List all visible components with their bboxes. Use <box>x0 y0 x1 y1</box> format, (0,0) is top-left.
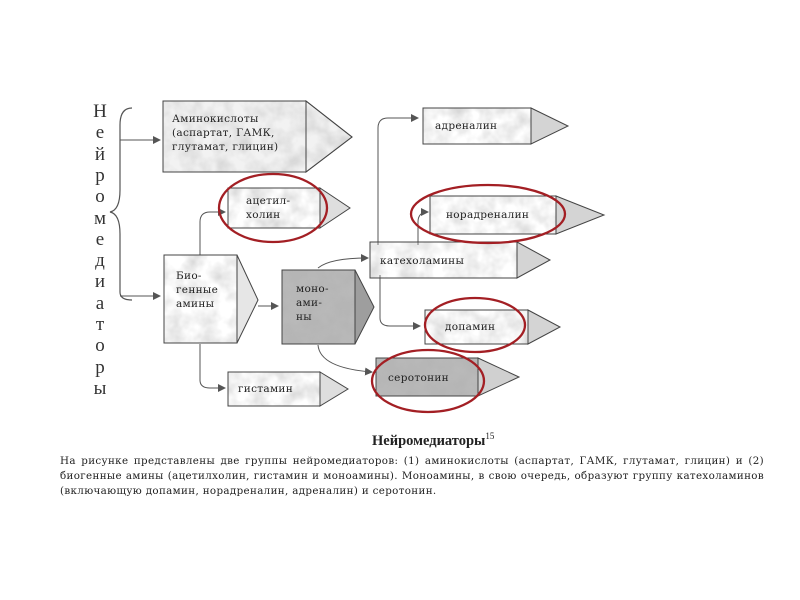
label-monoamines: моно- ами- ны <box>296 283 329 323</box>
vertical-title-letter: ы <box>93 377 107 399</box>
node-acetylcholine <box>227 187 351 229</box>
node-biogenic-amines <box>163 254 259 344</box>
connector-mono-catechol <box>317 254 369 269</box>
connector-biogenic-histamine <box>199 344 226 392</box>
label-catecholamines: катехоламины <box>380 255 465 267</box>
connector-catechol-adrenaline <box>377 114 419 245</box>
node-catecholamines <box>369 241 552 279</box>
connector-biogenic-acetyl <box>199 208 226 255</box>
label-biogenic-amines: Био- генные амины <box>176 270 219 310</box>
vertical-title-letter: е <box>95 122 105 144</box>
label-acetylcholine: ацетил- холин <box>246 195 291 221</box>
connector-mono-serotonin <box>317 344 373 376</box>
vertical-title-letter: е <box>95 228 105 250</box>
caption-text: На рисунке представлены две группы нейро… <box>60 455 764 497</box>
vertical-title-letter: й <box>94 143 106 165</box>
highlight-circle-noradrenaline <box>409 183 567 245</box>
caption-title: Нейромедиаторы15 <box>372 431 494 450</box>
vertical-title-letter: м <box>93 207 107 229</box>
node-dopamine <box>424 309 562 345</box>
highlight-circle-dopamine <box>423 296 527 354</box>
caption-title-text: Нейромедиаторы <box>372 432 486 449</box>
vertical-title-letter: т <box>95 314 105 335</box>
vertical-title-letter: Н <box>93 101 107 122</box>
node-amino-acids <box>162 99 353 174</box>
label-adrenaline: адреналин <box>435 120 498 132</box>
highlight-circle-acetylcholine <box>217 172 329 244</box>
vertical-title-letter: а <box>95 292 105 314</box>
label-histamine: гистамин <box>238 383 294 395</box>
caption-footnote: 15 <box>485 431 495 441</box>
label-serotonin: серотонин <box>388 372 449 384</box>
highlight-circle-serotonin <box>370 348 486 414</box>
label-dopamine: допамин <box>445 321 496 333</box>
node-histamine <box>227 371 349 407</box>
vertical-title-letter: р <box>95 356 105 378</box>
connector-catechol-noradrenaline <box>417 208 429 245</box>
node-serotonin <box>375 357 521 397</box>
brace <box>109 107 133 301</box>
vertical-title-letter: о <box>95 335 105 357</box>
label-noradrenaline: норадреналин <box>446 209 530 221</box>
vertical-title-letter: р <box>95 164 105 186</box>
connector-catechol-dopamine <box>379 275 421 330</box>
node-monoamines <box>281 269 375 345</box>
vertical-title-letter: и <box>94 271 106 293</box>
node-adrenaline <box>422 107 570 145</box>
neurotransmitter-diagram <box>109 99 606 414</box>
node-noradrenaline <box>429 195 606 235</box>
vertical-title-letter: о <box>95 186 105 208</box>
vertical-title-letter: д <box>95 250 105 272</box>
label-amino-acids: Аминокислоты (аспартат, ГАМК, глутамат, … <box>172 113 279 153</box>
